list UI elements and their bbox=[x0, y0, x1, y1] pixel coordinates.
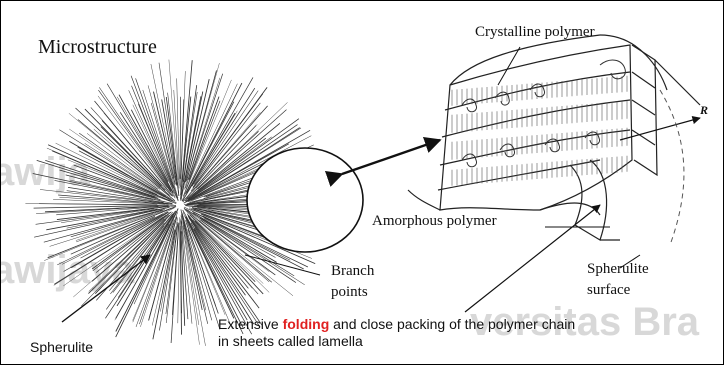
branch-points-line2: points bbox=[331, 282, 374, 303]
branch-points-line1: Branch bbox=[331, 261, 374, 282]
diagram-title: Microstructure bbox=[38, 36, 157, 59]
lamella-caption-line2: in sheets called lamella bbox=[218, 333, 575, 350]
spherulite-surface-line1: Spherulite bbox=[587, 259, 649, 280]
crystalline-polymer-label: Crystalline polymer bbox=[475, 24, 595, 41]
amorphous-polymer-label: Amorphous polymer bbox=[372, 213, 497, 230]
folding-highlight: folding bbox=[283, 316, 330, 332]
r-axis-label: R bbox=[700, 103, 708, 118]
branch-points-label: Branch points bbox=[331, 261, 374, 303]
spherulite-surface-label: Spherulite surface bbox=[587, 259, 649, 301]
lamella-caption: Extensive folding and close packing of t… bbox=[218, 316, 575, 350]
lamella-caption-line1: Extensive folding and close packing of t… bbox=[218, 316, 575, 333]
spherulite-label: Spherulite bbox=[30, 339, 93, 355]
caption-post: and close packing of the polymer chain bbox=[329, 316, 575, 332]
caption-pre: Extensive bbox=[218, 316, 283, 332]
spherulite-surface-line2: surface bbox=[587, 280, 649, 301]
